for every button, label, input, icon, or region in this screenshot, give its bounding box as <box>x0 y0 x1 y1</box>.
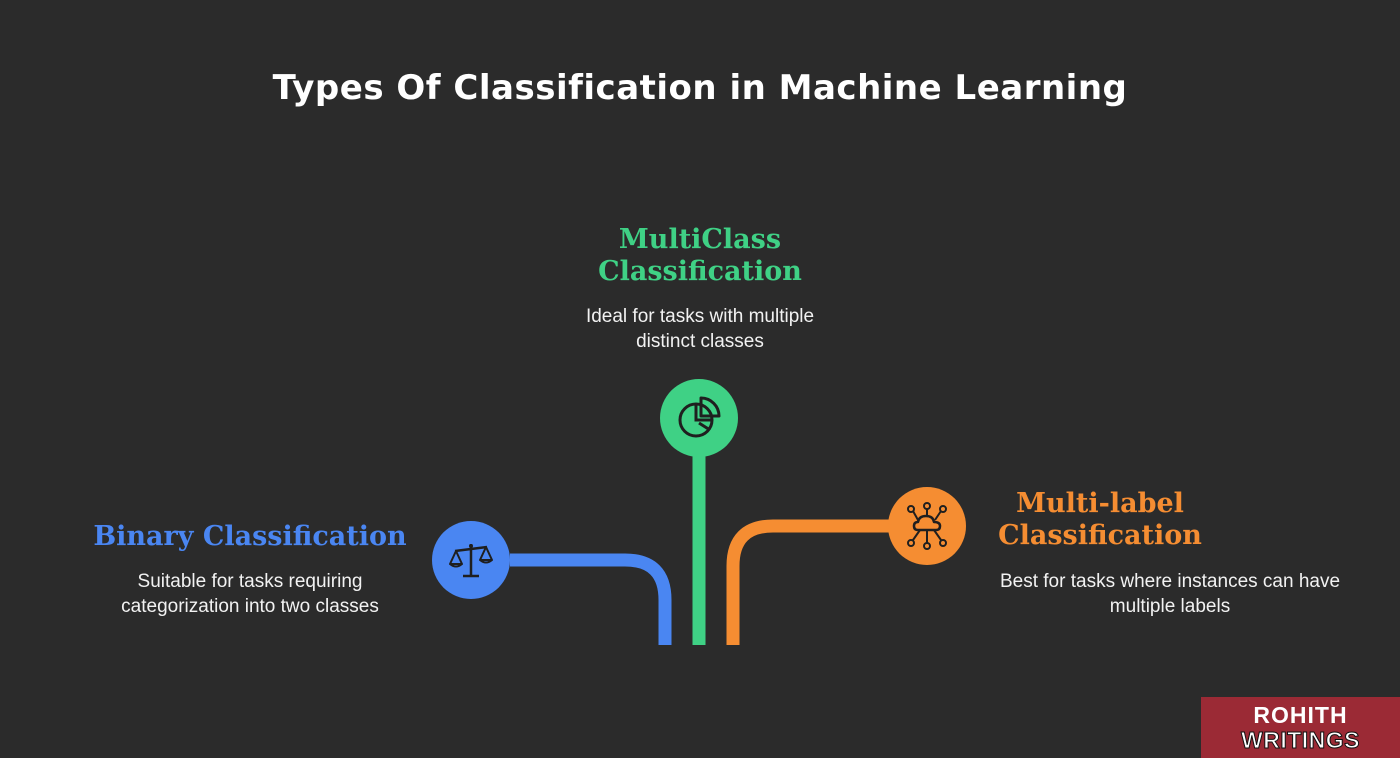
brand-logo: ROHITH WRITINGS <box>1201 697 1400 758</box>
multiclass-node <box>660 379 738 457</box>
binary-heading: Binary Classification <box>93 521 407 552</box>
binary-description: Suitable for tasks requiring categorizat… <box>121 571 379 617</box>
multilabel-description: Best for tasks where instances can have … <box>999 571 1341 617</box>
brand-logo-line2: WRITINGS <box>1241 727 1361 753</box>
cloud-network-icon <box>907 502 947 550</box>
binary-node <box>432 521 510 599</box>
multilabel-heading: Multi-label Classification <box>998 488 1202 551</box>
multilabel-node <box>888 487 966 565</box>
multiclass-description: Ideal for tasks with multiple distinct c… <box>585 306 815 352</box>
brand-logo-line1: ROHITH <box>1253 702 1348 728</box>
multilabel-connector <box>726 519 890 645</box>
pie-chart-icon <box>678 396 721 438</box>
page-title: Types Of Classification in Machine Learn… <box>272 68 1128 108</box>
multiclass-heading: MultiClass Classification <box>598 224 802 287</box>
balance-scale-icon <box>449 544 493 578</box>
binary-connector <box>510 553 672 645</box>
